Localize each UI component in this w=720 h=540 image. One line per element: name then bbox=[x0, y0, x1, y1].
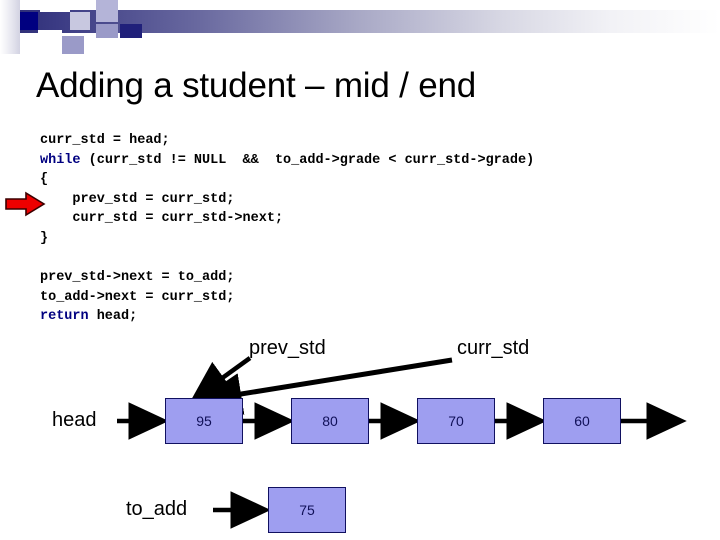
code-line: } bbox=[40, 230, 49, 246]
code-line: while (curr_std != NULL && to_add->grade… bbox=[40, 152, 535, 168]
red-arrow-pointer-icon bbox=[5, 191, 46, 217]
code-line: prev_std = curr_std; bbox=[40, 191, 235, 207]
code-line: curr_std = head; bbox=[40, 133, 170, 148]
page-title: Adding a student – mid / end bbox=[36, 66, 476, 105]
code-line: to_add->next = curr_std; bbox=[40, 289, 235, 305]
new-node-box: 75 bbox=[268, 487, 346, 533]
label-to-add: to_add bbox=[126, 498, 188, 520]
label-prev-std: prev_std bbox=[249, 337, 326, 359]
diagram-connector-lines bbox=[117, 356, 687, 529]
code-line bbox=[40, 249, 534, 269]
header-decor-navy-block bbox=[120, 24, 142, 38]
linked-list-diagram: prev_std curr_std head to_add 95 80 70 6… bbox=[0, 320, 720, 540]
label-head: head bbox=[52, 409, 97, 431]
list-node-box: 60 bbox=[543, 398, 621, 444]
code-keyword: while bbox=[40, 152, 81, 168]
code-keyword: return bbox=[40, 309, 89, 325]
header-decor-lavender-b bbox=[96, 0, 118, 22]
header-gradient-band bbox=[0, 10, 720, 33]
header-decor-lavender-a bbox=[70, 12, 90, 30]
list-node-box: 80 bbox=[291, 398, 369, 444]
code-line: return head; bbox=[40, 309, 138, 325]
header-decor-white-a bbox=[40, 0, 70, 12]
code-line: prev_std->next = to_add; bbox=[40, 270, 235, 286]
list-node-box: 95 bbox=[165, 398, 243, 444]
label-curr-std: curr_std bbox=[457, 337, 530, 359]
code-line: { bbox=[40, 172, 49, 188]
code-line: curr_std = curr_std->next; bbox=[40, 211, 284, 227]
header-decor-navy-square bbox=[20, 12, 38, 30]
header-decor-lavender-d bbox=[62, 36, 84, 54]
header-decor-white-d bbox=[84, 38, 144, 54]
list-node-box: 70 bbox=[417, 398, 495, 444]
header-decor-white-c bbox=[38, 30, 62, 54]
header-decor-white-e bbox=[144, 33, 184, 55]
header-decor-fade-left bbox=[0, 0, 20, 54]
code-block: curr_std = head; while (curr_std != NULL … bbox=[40, 131, 534, 327]
